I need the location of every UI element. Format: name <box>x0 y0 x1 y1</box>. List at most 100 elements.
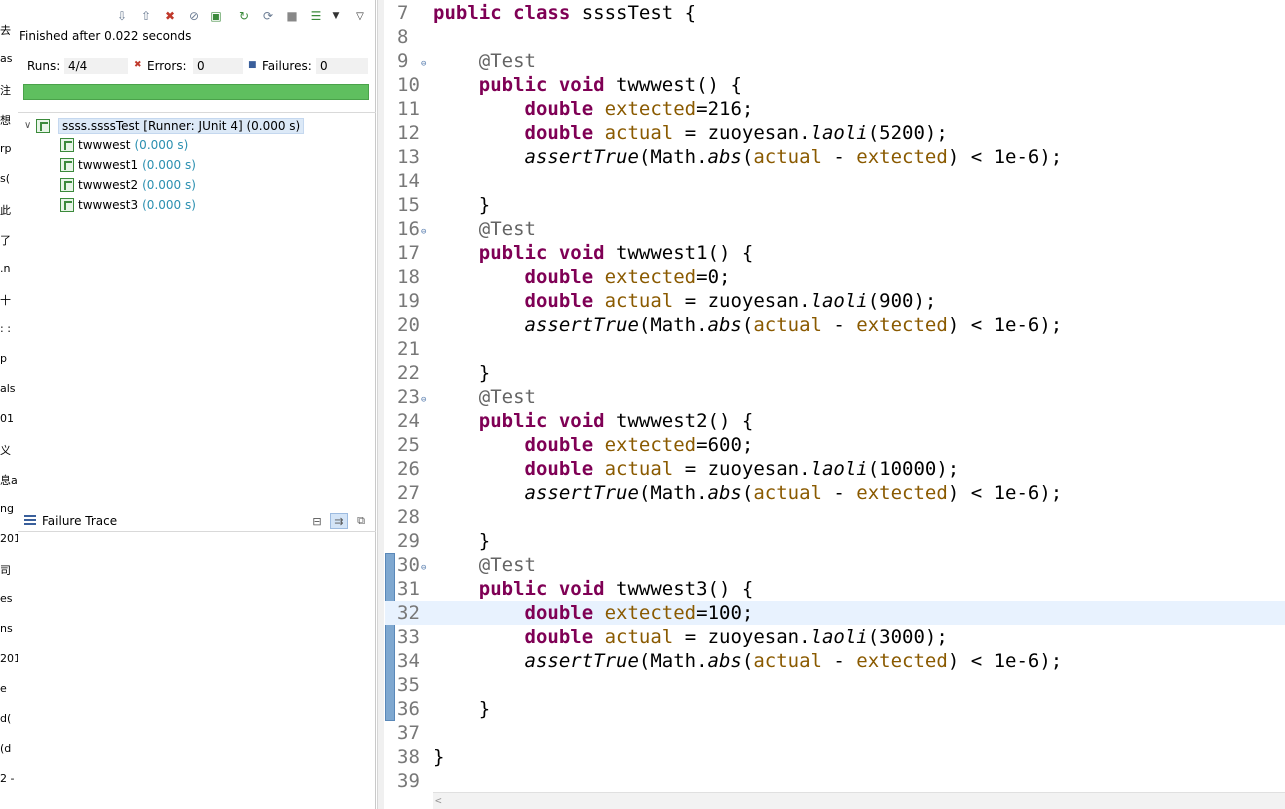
clipped-text: 司 <box>0 564 11 577</box>
rerun-icon[interactable]: ↻ <box>238 9 250 23</box>
code-line[interactable]: 18 double extected=0; <box>385 265 1285 289</box>
junit-toolbar: ⇩ ⇧ ✖ ⊘ ▣ ↻ ⟳ ■ ☰ ▼ ▽ <box>18 0 376 28</box>
horizontal-scrollbar[interactable]: < <box>433 792 1285 809</box>
line-number: 33 <box>397 626 420 648</box>
code-text: public void twwwest3() { <box>478 578 754 600</box>
line-number: 20 <box>397 314 420 336</box>
test-passed-icon <box>60 198 74 212</box>
test-case-row[interactable]: twwwest3(0.000 s) <box>60 196 196 214</box>
code-line[interactable]: 36 } <box>385 697 1285 721</box>
code-line[interactable]: 34 assertTrue(Math.abs(actual - extected… <box>385 649 1285 673</box>
test-case-name: twwwest2 <box>78 178 139 192</box>
failure-trace-header: Failure Trace ⊟ ⇉ ⧉ <box>18 510 376 532</box>
clipped-text: als <box>0 382 16 395</box>
test-case-row[interactable]: twwwest2(0.000 s) <box>60 176 196 194</box>
code-line[interactable]: 23⊖ @Test <box>385 385 1285 409</box>
rerun-failed-first-icon[interactable]: ⟳ <box>262 9 274 23</box>
code-line[interactable]: 21 <box>385 337 1285 361</box>
code-line[interactable]: 24 public void twwwest2() { <box>385 409 1285 433</box>
filter-stack-icon[interactable]: ⇉ <box>330 513 348 529</box>
code-line[interactable]: 39 <box>385 769 1285 793</box>
test-passed-icon <box>60 158 74 172</box>
line-number: 24 <box>397 410 420 432</box>
line-number: 13 <box>397 146 420 168</box>
line-number: 25 <box>397 434 420 456</box>
code-line[interactable]: 9⊖ @Test <box>385 49 1285 73</box>
code-line[interactable]: 13 assertTrue(Math.abs(actual - extected… <box>385 145 1285 169</box>
show-skipped-icon[interactable]: ▣ <box>210 9 222 23</box>
previous-failure-icon[interactable]: ⇧ <box>140 9 152 23</box>
code-line[interactable]: 32 double extected=100; <box>385 601 1285 625</box>
test-case-row[interactable]: twwwest(0.000 s) <box>60 136 188 154</box>
code-line[interactable]: 26 double actual = zuoyesan.laoli(10000)… <box>385 457 1285 481</box>
line-number: 23 <box>397 386 420 408</box>
test-suite-root[interactable]: ∨ ssss.ssssTest [Runner: JUnit 4] (0.000… <box>24 117 305 134</box>
code-line[interactable]: 12 double actual = zuoyesan.laoli(5200); <box>385 121 1285 145</box>
code-text: double actual = zuoyesan.laoli(10000); <box>524 458 960 480</box>
code-text: } <box>433 530 491 552</box>
test-case-name: twwwest1 <box>78 158 139 172</box>
code-line[interactable]: 20 assertTrue(Math.abs(actual - extected… <box>385 313 1285 337</box>
next-failure-icon[interactable]: ⇩ <box>116 9 128 23</box>
code-line[interactable]: 8 <box>385 25 1285 49</box>
compare-result-icon[interactable]: ⊟ <box>312 514 322 528</box>
scroll-lock-icon[interactable]: ⊘ <box>188 9 200 23</box>
view-menu-icon[interactable]: ▽ <box>356 10 364 22</box>
collapse-chevron-icon[interactable]: ∨ <box>24 120 32 131</box>
code-text: double actual = zuoyesan.laoli(5200); <box>524 122 948 144</box>
code-line[interactable]: 29 } <box>385 529 1285 553</box>
clipped-text: e <box>0 682 7 695</box>
code-line[interactable]: 22 } <box>385 361 1285 385</box>
test-case-name: twwwest3 <box>78 198 139 212</box>
code-line[interactable]: 35 <box>385 673 1285 697</box>
code-text: } <box>433 746 445 768</box>
scroll-left-icon[interactable]: < <box>435 794 442 807</box>
code-line[interactable]: 15 } <box>385 193 1285 217</box>
code-line[interactable]: 38} <box>385 745 1285 769</box>
code-line[interactable]: 11 double extected=216; <box>385 97 1285 121</box>
code-line[interactable]: 19 double actual = zuoyesan.laoli(900); <box>385 289 1285 313</box>
clipped-text: 想 <box>0 114 11 127</box>
clipped-text: 了 <box>0 234 11 247</box>
code-line[interactable]: 27 assertTrue(Math.abs(actual - extected… <box>385 481 1285 505</box>
fold-toggle-icon[interactable]: ⊖ <box>421 59 427 69</box>
code-line[interactable]: 28 <box>385 505 1285 529</box>
line-number: 36 <box>397 698 420 720</box>
code-line[interactable]: 31 public void twwwest3() { <box>385 577 1285 601</box>
fold-toggle-icon[interactable]: ⊖ <box>421 563 427 573</box>
test-case-row[interactable]: twwwest1(0.000 s) <box>60 156 196 174</box>
code-line[interactable]: 33 double actual = zuoyesan.laoli(3000); <box>385 625 1285 649</box>
code-line[interactable]: 17 public void twwwest1() { <box>385 241 1285 265</box>
stop-icon[interactable]: ■ <box>286 9 298 23</box>
copy-trace-icon[interactable]: ⧉ <box>357 514 365 527</box>
show-failures-only-icon[interactable]: ✖ <box>164 9 176 23</box>
test-suite-label: ssss.ssssTest [Runner: JUnit 4] (0.000 s… <box>58 117 305 134</box>
history-dropdown-icon[interactable]: ▼ <box>332 11 340 21</box>
line-number: 39 <box>397 770 420 792</box>
code-line[interactable]: 25 double extected=600; <box>385 433 1285 457</box>
line-number: 19 <box>397 290 420 312</box>
fold-toggle-icon[interactable]: ⊖ <box>421 395 427 405</box>
view-splitter[interactable] <box>377 0 384 809</box>
clipped-text: s( <box>0 172 11 185</box>
code-text: double extected=600; <box>524 434 754 456</box>
test-run-history-icon[interactable]: ☰ <box>310 9 322 23</box>
line-number: 22 <box>397 362 420 384</box>
code-text: assertTrue(Math.abs(actual - extected) <… <box>524 314 1063 336</box>
clipped-text: 01 <box>0 412 14 425</box>
line-number: 27 <box>397 482 420 504</box>
code-text: double extected=100; <box>524 602 754 624</box>
code-line[interactable]: 37 <box>385 721 1285 745</box>
errors-label: Errors: <box>147 59 187 73</box>
code-line[interactable]: 16⊖ @Test <box>385 217 1285 241</box>
code-line[interactable]: 14 <box>385 169 1285 193</box>
line-number: 9 <box>397 50 409 72</box>
line-number: 16 <box>397 218 420 240</box>
clipped-text: ns <box>0 622 13 635</box>
line-number: 14 <box>397 170 420 192</box>
code-line[interactable]: 30⊖ @Test <box>385 553 1285 577</box>
fold-toggle-icon[interactable]: ⊖ <box>421 227 427 237</box>
code-line[interactable]: 10 public void twwwest() { <box>385 73 1285 97</box>
